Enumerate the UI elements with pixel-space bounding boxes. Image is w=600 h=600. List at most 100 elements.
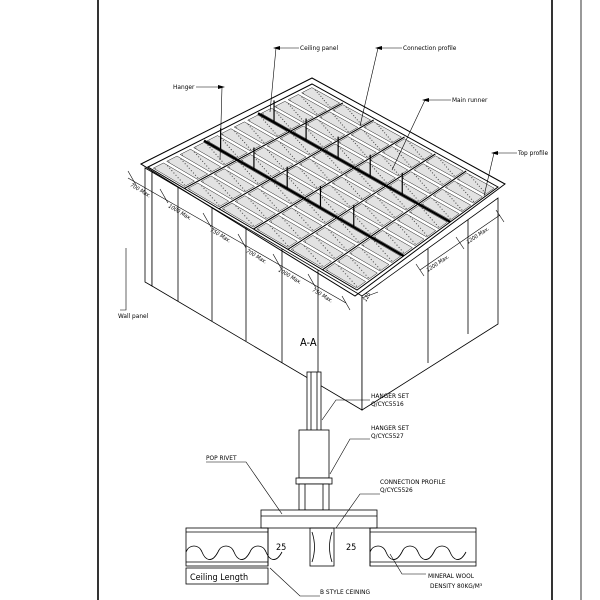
panel-texture-dot — [351, 280, 353, 282]
panel-texture-dot — [447, 168, 449, 170]
panel-texture-dot — [317, 141, 319, 143]
panel-texture-dot — [292, 182, 295, 184]
panel-texture-dot — [244, 189, 246, 191]
panel-texture-dot — [180, 158, 182, 160]
ceiling-panel — [349, 246, 390, 272]
panel-texture-dot — [305, 100, 307, 102]
panel-texture-dot — [365, 274, 367, 276]
panel-texture-dot — [270, 128, 272, 130]
top-profile — [139, 77, 506, 297]
panel-texture-dot — [365, 205, 367, 207]
panel-texture-dot — [312, 134, 314, 136]
panel-texture-dot — [283, 213, 285, 215]
panel-texture-dot — [234, 153, 236, 155]
panel-texture-dot — [229, 194, 231, 196]
panel-texture-dot — [394, 242, 396, 244]
hanger-rod — [260, 371, 378, 529]
ceiling-panel — [293, 199, 335, 224]
panel-texture-dot — [379, 268, 381, 270]
panel-texture-dot — [218, 183, 220, 185]
panel-texture-dot — [390, 164, 392, 167]
ceiling-panel — [363, 121, 403, 144]
panel-texture-dot — [446, 187, 448, 189]
section-a-a: A-A — [185, 336, 483, 597]
panel-texture-dot — [326, 176, 328, 178]
panel-texture-dot — [396, 150, 399, 152]
panel-texture-dot — [338, 265, 340, 267]
panel-texture-dot — [348, 205, 350, 207]
panel-texture-dot — [282, 240, 284, 242]
ceiling-panel — [166, 155, 209, 180]
panel-texture-dot — [472, 200, 475, 202]
panel-texture-dot — [430, 170, 432, 172]
panel-texture-dot — [411, 218, 413, 220]
panel-texture-dot — [441, 183, 443, 185]
connection-profile — [218, 119, 374, 210]
panel-texture-dot — [236, 155, 238, 157]
panel-texture-dot — [329, 157, 331, 160]
panel-texture-dot — [353, 115, 355, 117]
panel-texture-dot — [405, 207, 407, 210]
panel-texture-dot — [361, 223, 363, 225]
panel-texture-dot — [282, 118, 284, 120]
panel-texture-dot — [282, 192, 284, 194]
panel-texture-dot — [268, 125, 270, 127]
panel-texture-dot — [255, 152, 257, 154]
panel-texture-dot — [294, 210, 296, 212]
panel-texture-dot — [291, 155, 293, 157]
panel-texture-dot — [333, 162, 335, 164]
panel-texture-dot — [341, 124, 343, 126]
panel-texture-dot — [398, 246, 400, 249]
ceiling-panel — [425, 155, 464, 178]
panel-texture-dot — [414, 173, 416, 175]
ceiling-panel — [444, 180, 483, 204]
panel-texture-dot — [331, 160, 333, 162]
panel-texture-dot — [381, 224, 383, 226]
panel-texture-dot — [427, 161, 429, 163]
panel-texture-dot — [340, 148, 342, 150]
panel-texture-dot — [387, 209, 389, 211]
panel-texture-dot — [274, 183, 276, 185]
panel-texture-dot — [444, 164, 446, 166]
panel-texture-dot — [345, 248, 347, 251]
label-connection-profile: Connection profile — [403, 44, 457, 52]
panel-texture-dot — [295, 206, 297, 208]
panel-texture-dot — [317, 233, 319, 235]
panel-texture-dot — [326, 149, 328, 151]
panel-texture-dot — [169, 167, 171, 169]
panel-texture-dot — [236, 201, 238, 203]
label-hanger-set-1: HANGER SET — [371, 392, 409, 400]
panel-texture-dot — [265, 195, 267, 197]
panel-texture-dot — [329, 225, 331, 227]
panel-texture-dot — [347, 157, 349, 159]
ceiling-length-label: Ceiling Length — [190, 573, 248, 583]
panel-texture-dot — [433, 174, 435, 176]
panel-texture-dot — [418, 153, 420, 155]
panel-texture-dot — [285, 149, 288, 151]
panel-texture-dot — [390, 185, 392, 187]
panel-texture-dot — [310, 132, 312, 134]
panel-texture-dot — [403, 205, 405, 207]
panel-texture-dot — [242, 139, 244, 141]
panel-texture-dot — [259, 137, 261, 139]
panel-texture-dot — [270, 154, 273, 156]
panel-texture-dot — [198, 156, 200, 158]
panel-texture-dot — [341, 244, 343, 246]
ceiling-panel — [152, 162, 195, 187]
panel-texture-dot — [380, 248, 382, 250]
panel-texture-dot — [379, 200, 381, 202]
panel-texture-dot — [263, 193, 265, 195]
panel-texture-dot — [313, 136, 316, 138]
panel-texture-dot — [406, 161, 408, 163]
panel-texture-dot — [393, 194, 395, 196]
ceiling-panel — [256, 222, 298, 248]
panel-texture-dot — [287, 151, 290, 153]
panel-texture-dot — [306, 248, 308, 250]
panel-texture-dot — [431, 219, 433, 221]
panel-texture-dot — [390, 237, 392, 239]
panel-texture-dot — [342, 224, 344, 226]
panel-texture-dot — [299, 189, 301, 191]
panel-texture-dot — [320, 95, 322, 97]
panel-texture-dot — [308, 198, 310, 200]
ceiling-length-box — [185, 567, 269, 585]
